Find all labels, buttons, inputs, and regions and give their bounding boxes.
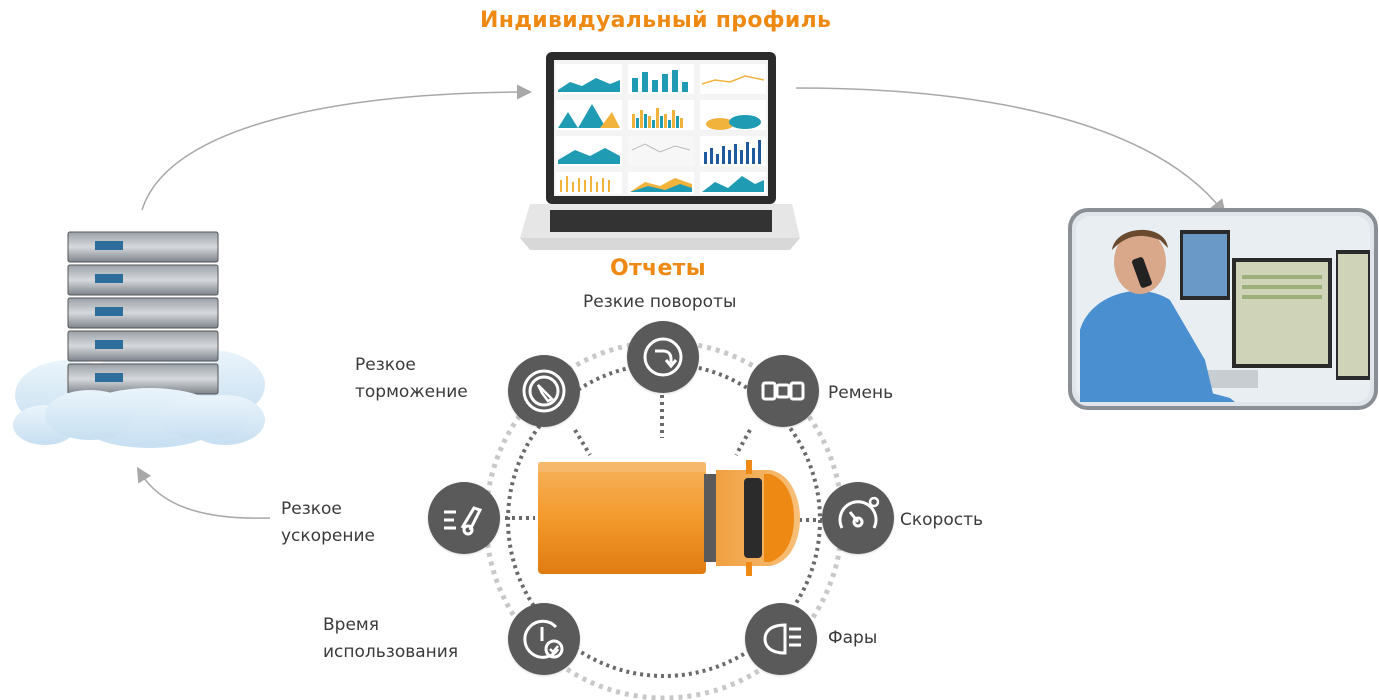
speed-node (822, 482, 894, 554)
label-speed: Скорость (900, 510, 983, 530)
usage-time-node (508, 603, 580, 675)
seatbelt-icon (761, 381, 805, 401)
headlights-node (745, 603, 817, 675)
braking-node (508, 355, 580, 427)
label-usage-time: Время использования (323, 615, 459, 662)
headlight-icon (763, 623, 801, 655)
sharp-turns-node (627, 321, 699, 393)
accelerator-pedal-icon (444, 506, 483, 536)
operator-photo (1068, 208, 1378, 410)
label-braking: Резкое торможение (355, 355, 468, 402)
acceleration-node (428, 482, 500, 554)
server-cloud-icon (13, 231, 265, 448)
arrow-to-server (136, 466, 271, 519)
label-headlights: Фары (828, 628, 878, 648)
seatbelt-node (747, 355, 819, 427)
speedometer-icon (838, 496, 880, 529)
profile-title: Индивидуальный профиль (480, 8, 832, 33)
clock-check-icon (523, 619, 564, 659)
label-seatbelt: Ремень (828, 383, 894, 403)
truck-icon (538, 460, 800, 576)
arrow-laptop-to-operator (795, 87, 1226, 215)
arrow-server-to-laptop (141, 84, 532, 211)
label-sharp-turns: Резкие повороты (583, 292, 737, 312)
reports-title: Отчеты (610, 256, 706, 281)
turn-arrow-icon (643, 337, 683, 377)
laptop-dashboard-icon (520, 52, 800, 250)
label-acceleration: Резкое ускорение (281, 499, 375, 546)
spokes (505, 395, 822, 522)
brake-pedal-icon (522, 369, 566, 413)
